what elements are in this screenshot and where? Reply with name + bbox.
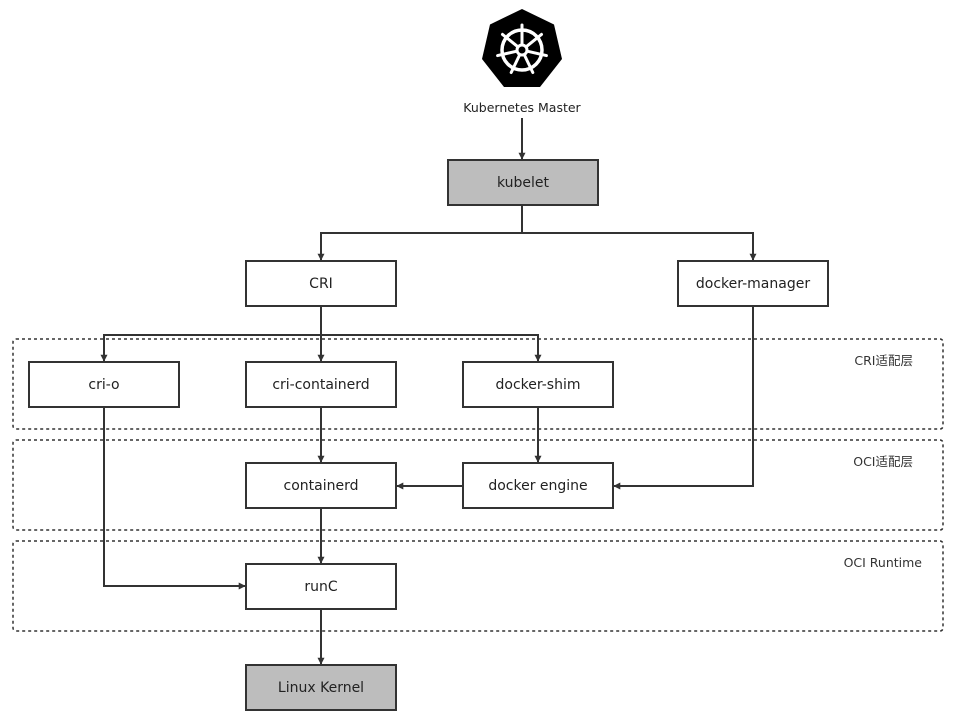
- layer-label-oci-adapter: OCI适配层: [853, 454, 913, 469]
- node-label-linux-kernel: Linux Kernel: [278, 680, 364, 696]
- node-linux-kernel: Linux Kernel: [245, 664, 397, 711]
- node-containerd: containerd: [245, 462, 397, 509]
- edge-cri-o-runc: [103, 407, 246, 590]
- node-label-runc: runC: [304, 579, 338, 595]
- layer-oci-runtime: OCI Runtime: [12, 540, 944, 632]
- edge-docker-manager-docker-engine: [613, 306, 754, 490]
- edge-kubelet-docker-manager: [522, 232, 757, 261]
- node-label-cri: CRI: [309, 276, 333, 292]
- layer-oci-adapter: OCI适配层: [12, 439, 944, 531]
- node-docker-shim: docker-shim: [462, 361, 614, 408]
- node-label-cri-o: cri-o: [88, 377, 119, 393]
- node-label-docker-shim: docker-shim: [496, 377, 581, 393]
- node-cri: CRI: [245, 260, 397, 307]
- node-docker-engine: docker engine: [462, 462, 614, 509]
- node-cri-containerd: cri-containerd: [245, 361, 397, 408]
- layer-label-cri-adapter: CRI适配层: [854, 353, 913, 368]
- kubernetes-helm-icon: [482, 9, 562, 87]
- node-label-docker-engine: docker engine: [488, 478, 587, 494]
- edges: [100, 118, 757, 665]
- layer-label-oci-runtime: OCI Runtime: [844, 555, 923, 570]
- edge-kubelet-cri: [317, 205, 523, 261]
- layer-cri-adapter: CRI适配层: [12, 338, 944, 430]
- edge-cri-docker-shim: [321, 334, 542, 362]
- node-label-docker-manager: docker-manager: [696, 276, 810, 292]
- node-label-containerd: containerd: [284, 478, 359, 494]
- node-label-cri-containerd: cri-containerd: [272, 377, 369, 393]
- node-kubelet: kubelet: [447, 159, 599, 206]
- node-docker-manager: docker-manager: [677, 260, 829, 307]
- kubernetes-master-label: Kubernetes Master: [463, 100, 581, 115]
- node-label-kubelet: kubelet: [497, 175, 550, 191]
- node-cri-o: cri-o: [28, 361, 180, 408]
- edge-cri-cri-o: [100, 306, 322, 362]
- node-runc: runC: [245, 563, 397, 610]
